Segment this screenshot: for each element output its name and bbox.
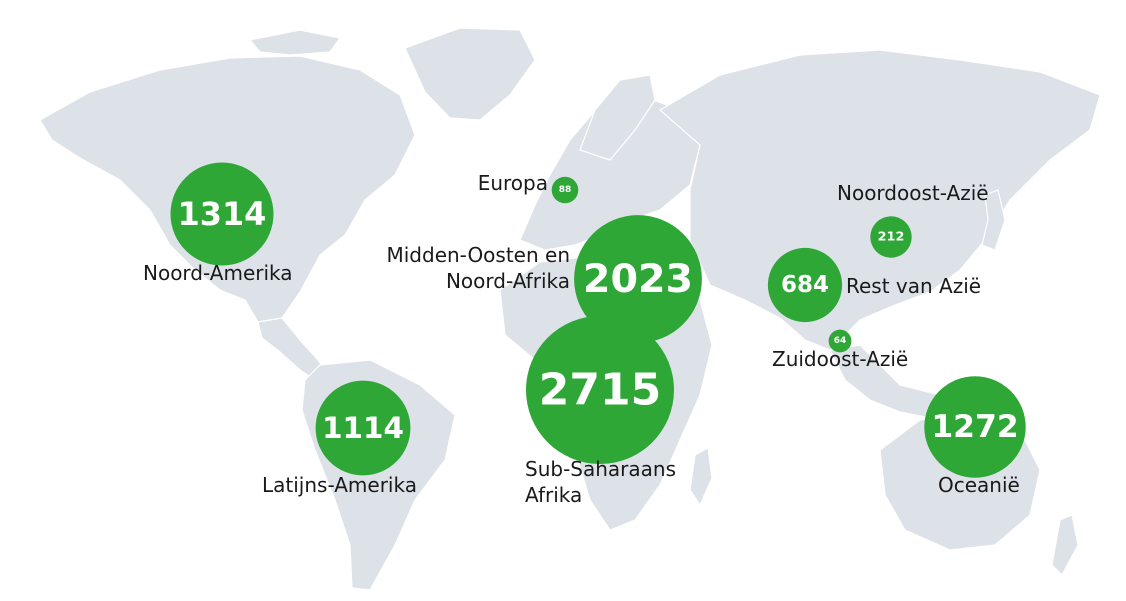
bubble-value-noord-amerika: 1314 xyxy=(178,195,267,233)
bubble-noordoost-azie xyxy=(870,216,912,258)
region-label-line: Noord-Afrika xyxy=(446,269,570,293)
landmass-scandinavia xyxy=(579,74,656,161)
region-label-line: Rest van Azië xyxy=(846,274,981,298)
region-label-line: Noordoost-Azië xyxy=(837,181,989,205)
landmass-greenland xyxy=(404,27,536,121)
bubble-value-oceanie: 1272 xyxy=(931,409,1018,445)
landmass-new-zealand xyxy=(1051,514,1079,576)
region-label-oceanie: Oceanië xyxy=(938,473,1020,497)
bubble-value-sub-saharaans-afrika: 2715 xyxy=(539,365,661,416)
bubble-europa xyxy=(551,176,579,204)
bubble-oceanie xyxy=(924,376,1026,478)
region-label-noordoost-azie: Noordoost-Azië xyxy=(837,181,989,205)
bubble-zuidoost-azie xyxy=(828,329,852,353)
region-label-line: Noord-Amerika xyxy=(143,261,293,285)
region-label-line: Zuidoost-Azië xyxy=(772,347,908,371)
landmass-madagascar xyxy=(689,447,713,507)
region-marker-rest-van-azie: 684 Rest van Azië xyxy=(767,247,981,323)
bubble-midden-oosten-noord-afrika xyxy=(574,215,702,343)
bubble-sub-saharaans-afrika xyxy=(526,316,674,464)
region-marker-noordoost-azie: 212 Noordoost-Azië xyxy=(837,181,989,258)
region-label-line: Afrika xyxy=(525,483,582,507)
bubble-rest-van-azie xyxy=(767,247,843,323)
region-marker-europa: 88 Europa xyxy=(478,171,579,204)
bubble-noord-amerika xyxy=(170,162,274,266)
region-label-latijns-amerika: Latijns-Amerika xyxy=(262,473,417,497)
landmass-japan xyxy=(981,189,1006,251)
region-label-line: Latijns-Amerika xyxy=(262,473,417,497)
region-label-rest-van-azie: Rest van Azië xyxy=(846,274,981,298)
bubble-value-noordoost-azie: 212 xyxy=(878,230,905,245)
region-label-europa: Europa xyxy=(478,171,548,195)
region-label-line: Midden-Oosten en xyxy=(386,243,570,267)
bubble-value-latijns-amerika: 1114 xyxy=(322,411,404,445)
region-label-noord-amerika: Noord-Amerika xyxy=(143,261,293,285)
region-label-line: Sub-Saharaans xyxy=(525,457,676,481)
landmass-arctic-islands xyxy=(248,29,342,56)
bubble-value-europa: 88 xyxy=(559,185,572,195)
region-label-line: Oceanië xyxy=(938,473,1020,497)
bubble-value-rest-van-azie: 684 xyxy=(781,272,829,298)
bubble-value-zuidoost-azie: 64 xyxy=(834,336,847,346)
region-label-zuidoost-azie: Zuidoost-Azië xyxy=(772,347,908,371)
bubble-latijns-amerika xyxy=(315,380,411,476)
region-label-line: Europa xyxy=(478,171,548,195)
bubble-value-midden-oosten-noord-afrika: 2023 xyxy=(583,256,693,302)
